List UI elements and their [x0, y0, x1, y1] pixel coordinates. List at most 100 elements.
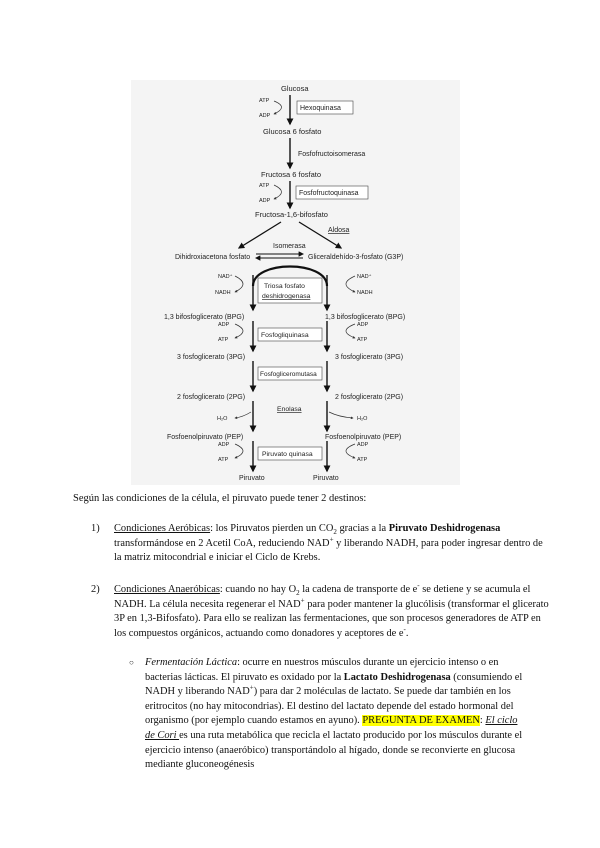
label-h2o: H₂O [357, 416, 368, 422]
lactic-text: (consumiendo el NADH y liberando NAD [145, 671, 523, 698]
arc-two-molecules [251, 265, 329, 287]
aerobic-title: Condiciones Aeróbicas [114, 523, 211, 534]
label-atp: ATP [218, 457, 229, 463]
enzyme-box-piruvatoquinasa [257, 446, 323, 461]
node-3pg-left: 3 fosfoglicerato (3PG) [177, 354, 245, 361]
label-nad: NAD⁺ [218, 273, 233, 280]
glycolysis-svg: Glucosa Hexoquinasa ATP ADP Glucosa 6 fo… [164, 84, 405, 482]
bullet-circle: ○ [129, 658, 134, 667]
anaerobic-text: la cadena de transporte de e [299, 584, 418, 595]
enzyme-aldosa: Aldosa [328, 227, 350, 234]
cofactor-arc [234, 411, 252, 420]
node-bpg-left: 1,3 bifosfoglicerato (BPG) [164, 314, 244, 321]
aerobic-text: : los Piruvatos pierden un CO [210, 523, 334, 534]
enzyme-lactato-deshidrogenasa: Lactato Deshidrogenasa [343, 671, 451, 683]
anaerobic-text: . [405, 627, 409, 639]
label-adp: ADP [218, 322, 230, 328]
lactic-text: : [479, 715, 486, 727]
cori-cycle-term: El ciclo de Cori [145, 715, 518, 741]
label-adp: ADP [357, 322, 369, 328]
node-pep-right: Fosfoenolpiruvato (PEP) [325, 434, 401, 441]
enzyme-box-hexoquinasa [296, 100, 354, 115]
lactic-text: ) para dar 2 moléculas de lactato. Se pu… [145, 686, 514, 727]
label-adp: ADP [259, 198, 271, 204]
node-bpg-right: 1,3 bifosfoglicerato (BPG) [325, 314, 405, 321]
electron-superscript: - [417, 581, 420, 590]
enzyme-isomerasa: Isomerasa [273, 243, 306, 250]
node-piruvato-left: Piruvato [239, 475, 265, 482]
node-3pg-right: 3 fosfoglicerato (3PG) [335, 354, 403, 361]
enzyme-box-fosfofructoquinasa [295, 185, 369, 200]
enzyme-box-fosfogliquinasa [257, 327, 323, 342]
lactic-text: es una ruta metabólica que recicla el la… [145, 729, 523, 771]
aerobic-text: transformándose en 2 Acetil CoA, reducie… [114, 537, 330, 549]
node-2pg-left: 2 fosfoglicerato (2PG) [177, 394, 245, 401]
node-fructosa-1-6-bifosfato: Fructosa-1,6-bifosfato [255, 210, 328, 219]
anaerobic-text: para poder mantener la glucólisis (trans… [114, 598, 549, 639]
aerobic-text: y liberando NADH, para poder ingresar de… [114, 537, 543, 564]
aerobic-text: gracias a la [336, 523, 389, 534]
enzyme-piruvato-deshidrogenasa: Piruvato Deshidrogenasa [388, 523, 501, 534]
label-atp: ATP [357, 457, 368, 463]
enzyme-fosfofructoisomerasa: Fosfofructoisomerasa [298, 151, 365, 158]
enzyme-box-triosa [257, 277, 323, 304]
aerobic-body: Condiciones Aeróbicas: los Piruvatos pie… [114, 522, 549, 566]
lactic-body: Fermentación Láctica: ocurre en nuestros… [145, 656, 525, 773]
lactic-text: : ocurre en nuestros músculos durante un… [145, 657, 499, 683]
nad-superscript: + [329, 535, 334, 544]
label-nadh: NADH [215, 290, 231, 296]
enzyme-triosa-2: deshidrogenasa [262, 293, 311, 300]
node-fructosa-6-fosfato: Fructosa 6 fosfato [261, 170, 321, 179]
exam-question-highlight: PREGUNTA DE EXAMEN [362, 715, 480, 727]
cofactor-arc [345, 275, 356, 293]
node-piruvato-right: Piruvato [313, 475, 339, 482]
node-2pg-right: 2 fosfoglicerato (2PG) [335, 394, 403, 401]
glycolysis-diagram: Glucosa Hexoquinasa ATP ADP Glucosa 6 fo… [131, 80, 460, 485]
cofactor-arc [345, 323, 356, 339]
label-atp: ATP [357, 337, 368, 343]
label-nadh: NADH [357, 290, 373, 296]
label-adp: ADP [357, 442, 369, 448]
label-adp: ADP [218, 442, 230, 448]
anaerobic-body: Condiciones Anaeróbicas: cuando no hay O… [114, 581, 549, 641]
o2-subscript: 2 [296, 589, 300, 598]
co2-subscript: 2 [333, 528, 337, 537]
label-atp: ATP [218, 337, 229, 343]
electron-superscript: - [403, 625, 406, 634]
enzyme-enolasa: Enolasa [277, 406, 302, 413]
cofactor-arc [345, 443, 356, 459]
arrow-split-left [237, 221, 282, 249]
cofactor-arc [234, 275, 244, 293]
enzyme-fosfogliceromutasa: Fosfogliceromutasa [260, 371, 317, 378]
node-g3p: Gliceraldehído-3-fosfato (G3P) [308, 254, 403, 261]
lactic-title: Fermentación Láctica [145, 657, 238, 668]
anaerobic-title: Condiciones Anaeróbicas [114, 584, 220, 595]
label-adp: ADP [259, 113, 271, 119]
label-h2o: H₂O [217, 416, 228, 422]
list-number: 2) [91, 584, 100, 595]
label-nad: NAD⁺ [357, 273, 372, 280]
nad-superscript: + [249, 683, 254, 692]
cofactor-arc [328, 411, 354, 420]
node-dhap: Dihidroxiacetona fosfato [175, 254, 250, 261]
enzyme-fosfogliquinasa: Fosfogliquinasa [261, 332, 309, 339]
enzyme-box-mutasa [257, 366, 323, 381]
nad-superscript: + [300, 596, 305, 605]
arrow-split-right [298, 221, 343, 249]
label-atp: ATP [259, 98, 270, 104]
enzyme-fosfofructoquinasa: Fosfofructoquinasa [299, 190, 359, 197]
anaerobic-text: : cuando no hay O [219, 584, 297, 595]
intro-paragraph: Según las condiciones de la célula, el p… [73, 493, 367, 504]
anaerobic-text: se detiene y se acumula el NADH. La célu… [114, 584, 531, 610]
enzyme-hexoquinasa: Hexoquinasa [300, 105, 341, 112]
enzyme-piruvato-quinasa: Piruvato quinasa [262, 451, 313, 458]
list-number: 1) [91, 523, 100, 534]
node-glucosa: Glucosa [281, 84, 309, 93]
node-pep-left: Fosfoenolpiruvato (PEP) [167, 434, 243, 441]
node-glucosa-6-fosfato: Glucosa 6 fosfato [263, 127, 321, 136]
label-atp: ATP [259, 183, 270, 189]
cofactor-arc [273, 100, 282, 115]
cofactor-arc [234, 323, 244, 339]
cofactor-arc [273, 184, 282, 200]
